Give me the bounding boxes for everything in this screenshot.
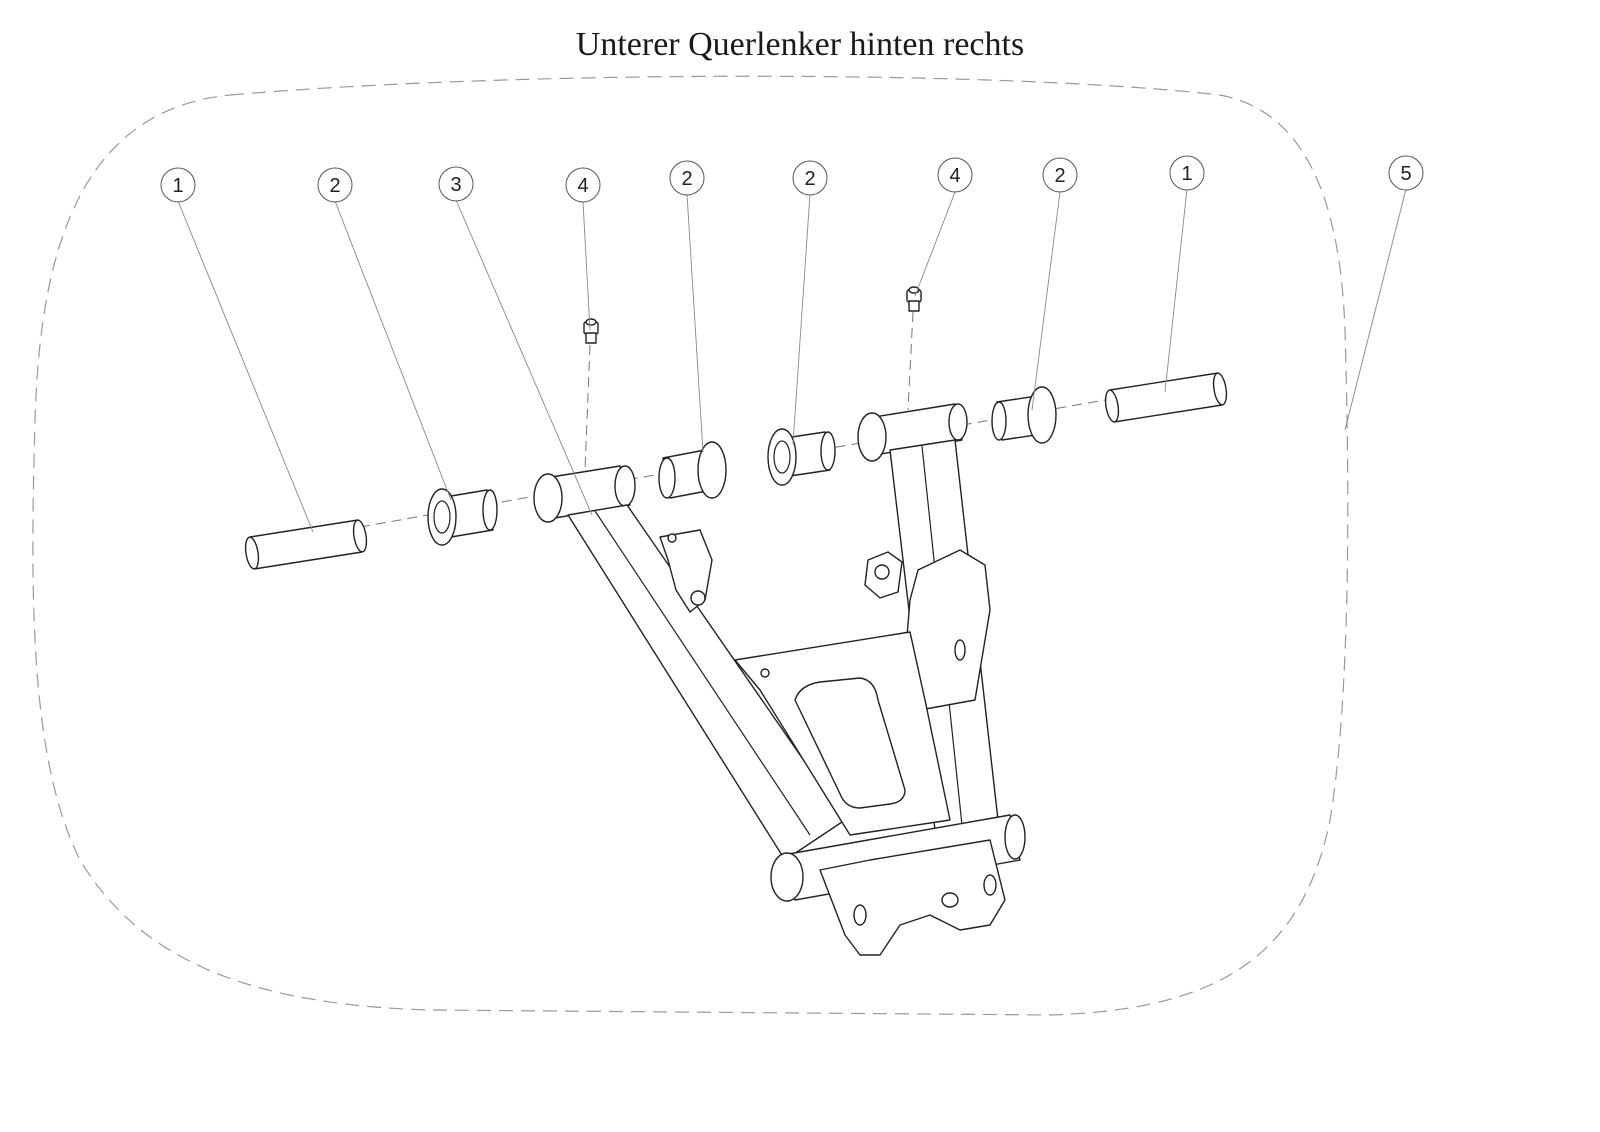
svg-text:4: 4 — [949, 165, 960, 187]
bushing-mid-left — [658, 441, 727, 499]
leader-lines — [177, 188, 1407, 533]
svg-text:4: 4 — [577, 175, 588, 197]
callout-1-left: 1 — [160, 167, 196, 203]
pin-right — [1104, 372, 1228, 423]
assembly-boundary — [32, 75, 1349, 1016]
pin-left — [244, 519, 368, 570]
svg-text:2: 2 — [329, 175, 340, 197]
pivot-axis-left — [359, 466, 701, 528]
svg-text:2: 2 — [681, 168, 692, 190]
svg-text:1: 1 — [172, 175, 183, 197]
grease-nipple-left — [583, 318, 599, 344]
callout-1-right: 1 — [1169, 155, 1205, 191]
callout-3: 3 — [438, 166, 474, 202]
svg-text:2: 2 — [804, 168, 815, 190]
callout-4-right: 4 — [937, 157, 973, 193]
control-arm — [533, 403, 1026, 956]
svg-text:1: 1 — [1181, 163, 1192, 185]
svg-text:5: 5 — [1400, 163, 1411, 185]
callout-2-right: 2 — [1042, 157, 1078, 193]
callout-4-left: 4 — [565, 167, 601, 203]
bushing-left — [427, 488, 498, 546]
svg-text:3: 3 — [450, 174, 461, 196]
callout-2-mid-left: 2 — [669, 160, 705, 196]
callout-2-mid-right: 2 — [792, 160, 828, 196]
bushing-right — [991, 386, 1057, 444]
svg-text:2: 2 — [1054, 165, 1065, 187]
nipple-axis-right — [907, 311, 914, 411]
page-title: Unterer Querlenker hinten rechts — [575, 26, 1025, 63]
bushing-mid-right — [767, 428, 836, 486]
callout-2-left: 2 — [317, 167, 353, 203]
grease-nipple-right — [906, 286, 922, 312]
callout-5: 5 — [1388, 155, 1424, 191]
nipple-axis-left — [584, 344, 591, 471]
